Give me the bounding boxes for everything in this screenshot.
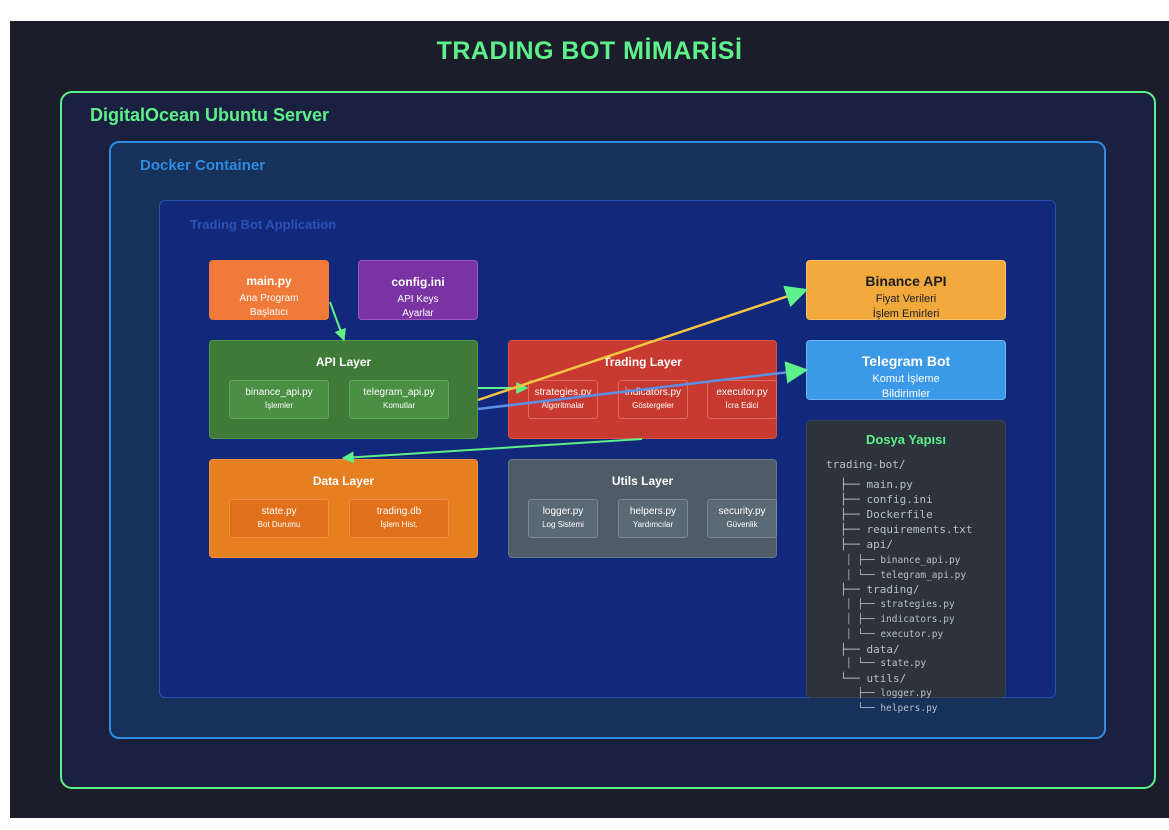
main-py-desc-2: Başlatıcı [249, 307, 289, 318]
config-ini-desc-1: API Keys [397, 294, 439, 305]
file-tree-line: ├── trading/ [840, 583, 920, 596]
arrow-api-to-telegram [477, 361, 809, 411]
telegram-api-py-desc: Komutlar [382, 401, 415, 410]
binance-api-desc-2: İşlem Emirleri [872, 308, 940, 320]
main-py-title: main.py [246, 274, 292, 288]
file-tree-line: ├── Dockerfile [840, 508, 933, 521]
app-label: Trading Bot Application [190, 217, 337, 232]
file-tree-line: │ └── telegram_api.py [846, 570, 967, 581]
helpers-py-name: helpers.py [629, 506, 677, 517]
config-ini-box[interactable]: config.ini API Keys Ayarlar [358, 260, 478, 320]
arrow-main-to-api [329, 301, 346, 342]
state-py-name: state.py [261, 506, 297, 517]
diagram-title: TRADING BOT MİMARİSİ [436, 37, 743, 65]
binance-api-py-name: binance_api.py [245, 387, 313, 398]
file-tree-line: │ └── executor.py [846, 629, 944, 640]
logger-py[interactable]: logger.py Log Sistemi [528, 499, 598, 538]
api-layer-title: API Layer [315, 355, 372, 369]
file-tree-line: └── helpers.py [846, 703, 938, 714]
data-layer-title: Data Layer [312, 474, 375, 488]
arrow-api-to-binance [477, 285, 809, 402]
file-tree-line: ├── api/ [840, 538, 893, 551]
trading-db-name: trading.db [376, 506, 422, 517]
trading-layer-title: Trading Layer [603, 355, 682, 369]
config-ini-desc-2: Ayarlar [402, 308, 434, 319]
binance-api-title: Binance API [865, 273, 947, 289]
strategies-py-desc: Algoritmalar [541, 401, 585, 410]
executor-py-desc: İcra Edici [725, 401, 759, 410]
executor-py[interactable]: executor.py İcra Edici [707, 380, 777, 419]
executor-py-name: executor.py [716, 387, 768, 398]
file-tree-line: ├── requirements.txt [840, 523, 973, 536]
config-ini-title: config.ini [391, 275, 445, 289]
state-py[interactable]: state.py Bot Durumu [229, 499, 329, 538]
indicators-py-name: indicators.py [624, 387, 682, 398]
telegram-api-py-name: telegram_api.py [363, 387, 435, 398]
helpers-py[interactable]: helpers.py Yardımcılar [618, 499, 688, 538]
state-py-desc: Bot Durumu [257, 520, 301, 529]
utils-layer-title: Utils Layer [611, 474, 674, 488]
file-tree-line: ├── config.ini [840, 493, 933, 506]
file-tree-line: │ └── state.py [846, 658, 927, 669]
strategies-py-name: strategies.py [534, 387, 592, 398]
server-label: DigitalOcean Ubuntu Server [90, 105, 330, 125]
file-tree-line: ├── main.py [840, 478, 913, 491]
logger-py-desc: Log Sistemi [542, 520, 584, 529]
file-tree-line: ├── data/ [840, 643, 900, 656]
file-tree-panel [806, 420, 1006, 698]
file-tree-line: │ ├── strategies.py [846, 599, 955, 610]
arrow-trading-to-data [341, 438, 643, 464]
binance-api-py-desc: İşlemler [264, 401, 293, 410]
security-py-name: security.py [718, 506, 766, 517]
docker-label: Docker Container [140, 157, 266, 174]
trading-db-desc: İşlem Hist. [380, 520, 418, 529]
file-tree-line: │ ├── indicators.py [846, 614, 955, 625]
main-py-desc-1: Ana Program [239, 293, 299, 304]
trading-db[interactable]: trading.db İşlem Hist. [349, 499, 449, 538]
file-tree-root: trading-bot/ [826, 458, 906, 471]
main-py-box[interactable]: main.py Ana Program Başlatıcı [209, 260, 329, 320]
security-py-desc: Güvenlik [726, 520, 758, 529]
telegram-bot-desc-1: Komut İşleme [872, 373, 940, 385]
helpers-py-desc: Yardımcılar [632, 520, 674, 529]
logger-py-name: logger.py [542, 506, 584, 517]
security-py[interactable]: security.py Güvenlik [707, 499, 777, 538]
telegram-api-py[interactable]: telegram_api.py Komutlar [349, 380, 449, 419]
telegram-bot-desc-2: Bildirimler [881, 388, 931, 400]
binance-api-desc-1: Fiyat Verileri [875, 293, 937, 305]
file-tree-title: Dosya Yapısı [866, 432, 946, 447]
file-tree-line: ├── logger.py [846, 688, 932, 699]
binance-api-py[interactable]: binance_api.py İşlemler [229, 380, 329, 419]
indicators-py-desc: Göstergeler [632, 401, 674, 410]
file-tree-line: └── utils/ [840, 672, 907, 685]
binance-api-service[interactable]: Binance API Fiyat Verileri İşlem Emirler… [806, 260, 1006, 320]
telegram-bot-title: Telegram Bot [861, 353, 951, 369]
file-tree-line: │ ├── binance_api.py [846, 555, 961, 566]
